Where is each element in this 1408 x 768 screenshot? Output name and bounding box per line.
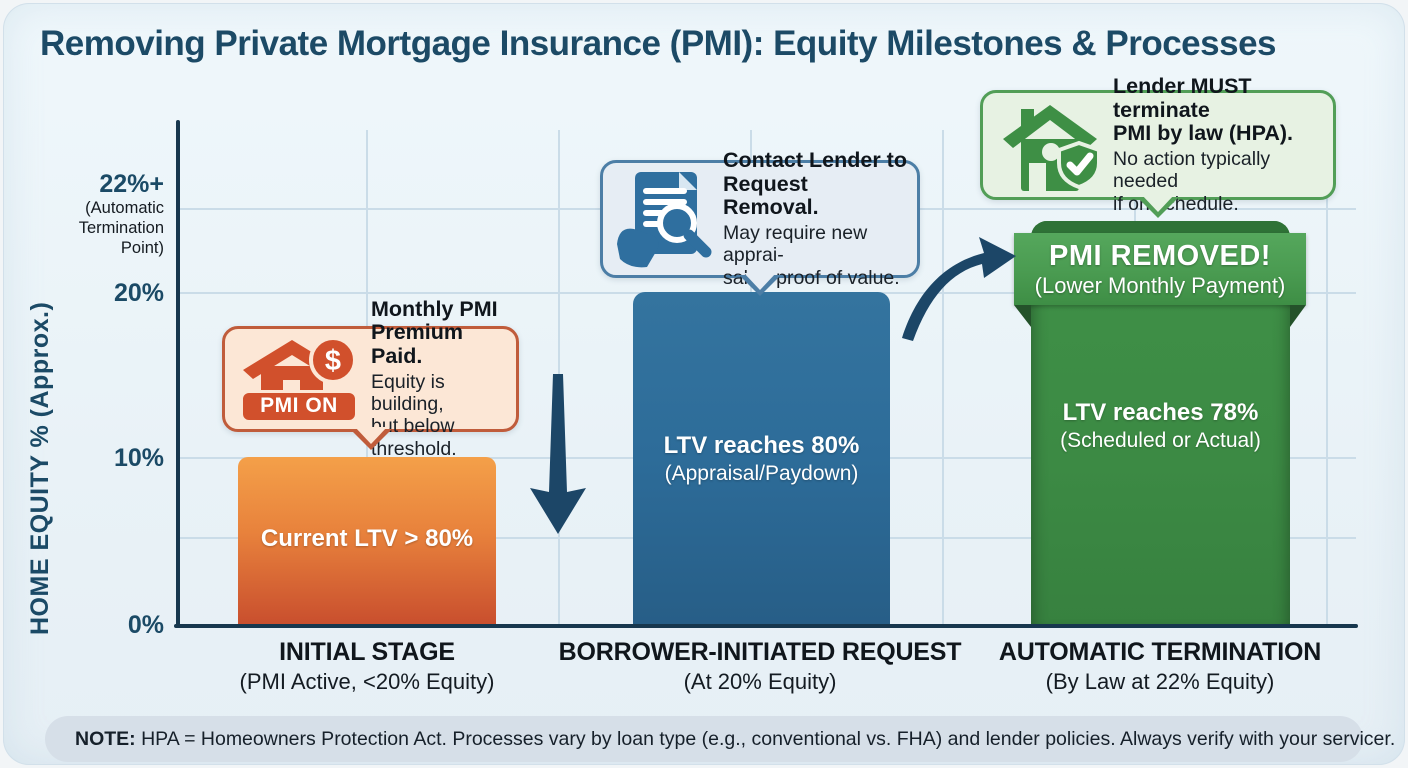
ytick-22: 22%+ bbox=[99, 170, 164, 198]
bar-value-label: Current LTV > 80% bbox=[260, 525, 474, 552]
bar-value-label: LTV reaches 80% (Appraisal/Paydown) bbox=[633, 432, 890, 487]
bar-borrower-request: LTV reaches 80% (Appraisal/Paydown) bbox=[633, 292, 890, 624]
banner-title: PMI REMOVED! bbox=[1049, 240, 1271, 272]
footer-note: NOTE: HPA = Homeowners Protection Act. P… bbox=[45, 716, 1395, 762]
gridline-v2 bbox=[558, 130, 560, 624]
callout-body: Equity is building, but below threshold. bbox=[371, 370, 457, 460]
gridline-v6 bbox=[1326, 130, 1328, 624]
callout-heading: Lender MUST terminate PMI by law (HPA). bbox=[1113, 73, 1293, 146]
banner-subtitle: (Lower Monthly Payment) bbox=[1034, 273, 1286, 298]
x-label-borrower-request: BORROWER-INITIATED REQUEST (At 20% Equit… bbox=[550, 638, 970, 695]
pmi-on-badge: PMI ON bbox=[240, 389, 358, 423]
bar-label-line2: (Appraisal/Paydown) bbox=[664, 461, 859, 485]
callout-text: Lender MUST terminate PMI by law (HPA). … bbox=[1103, 73, 1323, 215]
callout-pmi-active: $ PMI ON Monthly PMI Premium Paid. Equit… bbox=[222, 297, 519, 460]
dollar-glyph: $ bbox=[325, 345, 341, 377]
x-axis-line bbox=[174, 624, 1358, 628]
x-label-subtitle: (PMI Active, <20% Equity) bbox=[239, 669, 495, 694]
gridline-v4 bbox=[942, 130, 944, 624]
note-label: NOTE: bbox=[75, 727, 136, 750]
page-title: Removing Private Mortgage Insurance (PMI… bbox=[40, 24, 1277, 63]
x-label-initial-stage: INITIAL STAGE (PMI Active, <20% Equity) bbox=[157, 638, 577, 695]
pmi-removed-banner: PMI REMOVED! (Lower Monthly Payment) bbox=[1014, 233, 1306, 305]
bar-label-line1: LTV reaches 78% bbox=[1062, 399, 1259, 426]
x-label-subtitle: (At 20% Equity) bbox=[683, 669, 837, 694]
callout-heading: Monthly PMI Premium Paid. bbox=[371, 296, 498, 368]
ytick-22-note: (Automatic Termination Point) bbox=[78, 199, 164, 257]
bar-initial-stage: Current LTV > 80% bbox=[238, 457, 496, 624]
note-text: NOTE: HPA = Homeowners Protection Act. P… bbox=[75, 728, 1395, 751]
ytick-10: 10% bbox=[113, 444, 164, 472]
document-magnifier-hand-icon bbox=[615, 168, 713, 270]
note-body: HPA = Homeowners Protection Act. Process… bbox=[141, 727, 1396, 750]
ytick-0: 0% bbox=[127, 611, 164, 639]
x-label-automatic-termination: AUTOMATIC TERMINATION (By Law at 22% Equ… bbox=[950, 638, 1370, 695]
callout-contact-lender: Contact Lender to Request Removal. May r… bbox=[600, 148, 920, 289]
bar-label-line2: (Scheduled or Actual) bbox=[1060, 428, 1261, 452]
bar-label-line1: LTV reaches 80% bbox=[663, 432, 860, 459]
callout-text: Contact Lender to Request Removal. May r… bbox=[713, 147, 907, 289]
callout-text: Monthly PMI Premium Paid. Equity is buil… bbox=[361, 296, 506, 461]
callout-body: May require new apprai- sal or proof of … bbox=[723, 221, 900, 289]
y-axis-line bbox=[176, 120, 180, 628]
bar-value-label: LTV reaches 78% (Scheduled or Actual) bbox=[1031, 399, 1290, 454]
house-dollar-icon: $ PMI ON bbox=[237, 335, 361, 423]
y-axis-title: HOME EQUITY % (Approx.) bbox=[26, 301, 54, 635]
x-label-subtitle: (By Law at 22% Equity) bbox=[1045, 669, 1275, 694]
callout-body: No action typically needed if on schedul… bbox=[1113, 147, 1271, 215]
ytick-20: 20% bbox=[113, 279, 164, 307]
house-shield-check-icon bbox=[995, 97, 1103, 193]
x-label-title: BORROWER-INITIATED REQUEST bbox=[558, 638, 962, 666]
callout-heading: Contact Lender to Request Removal. bbox=[723, 147, 907, 220]
x-label-title: INITIAL STAGE bbox=[279, 638, 455, 666]
callout-lender-terminate: Lender MUST terminate PMI by law (HPA). … bbox=[980, 74, 1336, 215]
x-label-title: AUTOMATIC TERMINATION bbox=[998, 638, 1322, 666]
